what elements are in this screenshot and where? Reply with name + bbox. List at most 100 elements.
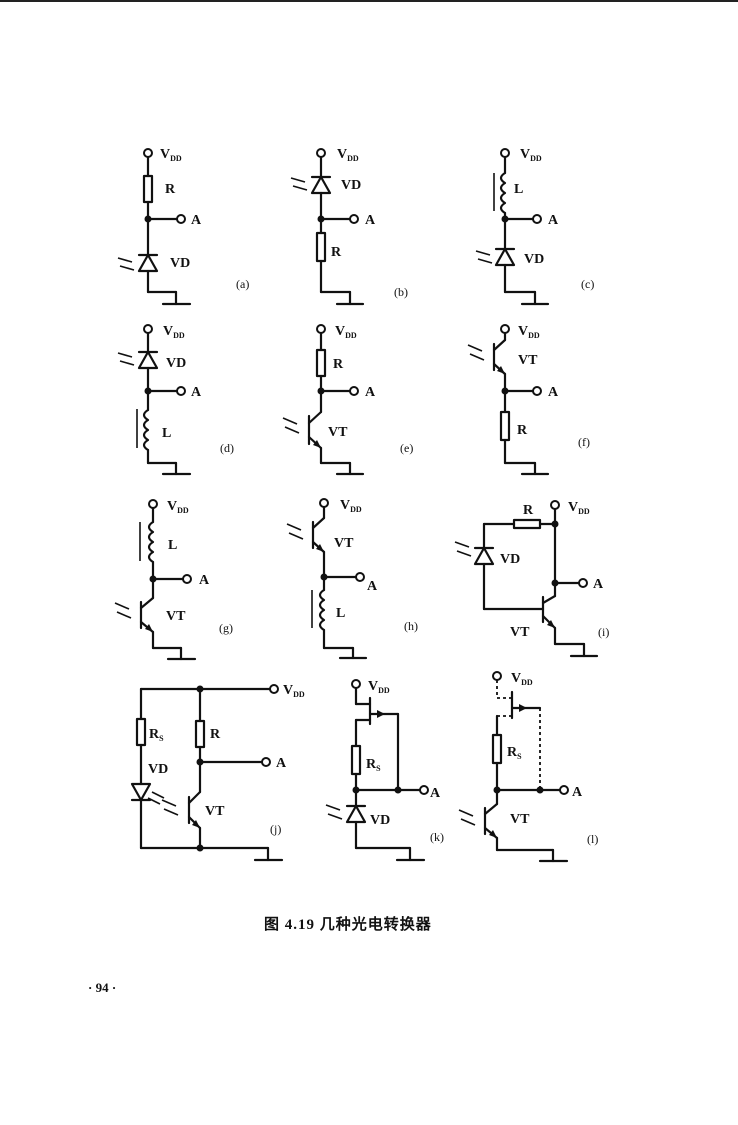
vdd-label: VDD	[160, 147, 182, 163]
circuit-label-f: (f)	[578, 435, 590, 449]
resistor-r1	[135, 717, 147, 747]
vdd-terminal	[351, 679, 361, 689]
resistor-rs	[350, 744, 362, 776]
phototransistor	[458, 802, 499, 840]
output-terminal-a	[349, 214, 359, 224]
photodiode-label: VD	[341, 178, 361, 193]
circuit-label-l: (l)	[587, 832, 598, 846]
photodiode	[290, 175, 332, 195]
photodiode	[454, 541, 495, 566]
vdd-terminal	[148, 499, 158, 509]
circuit-d: VDD VD A L (d)	[117, 324, 234, 476]
inductor-label: L	[514, 182, 523, 197]
vdd-terminal	[143, 148, 153, 158]
inductor-l	[499, 171, 507, 215]
phototransistor-label: VT	[510, 812, 530, 827]
inductor-l	[142, 408, 150, 452]
output-terminal-a	[349, 386, 359, 396]
photodiode-label: VD	[370, 813, 390, 828]
resistor-rs-label: RS	[507, 745, 522, 761]
junction-node	[394, 786, 402, 794]
output-label: A	[199, 573, 210, 588]
vdd-label: VDD	[337, 147, 359, 163]
output-label: A	[365, 213, 376, 228]
vdd-label: VDD	[511, 671, 533, 687]
junction-node	[536, 786, 544, 794]
resistor-r1-label: RS	[149, 727, 164, 743]
jfet	[368, 696, 400, 726]
vdd-terminal	[500, 324, 510, 334]
circuit-g: VDD L A VT (g)	[114, 499, 233, 661]
output-label: A	[548, 385, 559, 400]
output-terminal-a	[261, 757, 271, 767]
output-label: A	[191, 213, 202, 228]
circuit-label-k: (k)	[430, 830, 444, 844]
resistor-rs	[491, 733, 503, 765]
page-number: · 94 ·	[88, 980, 116, 995]
output-terminal-a	[578, 578, 588, 588]
circuit-h: VDD VT A L (h)	[286, 498, 418, 660]
photodiode-label: VD	[500, 552, 520, 567]
output-label: A	[191, 385, 202, 400]
inductor-label: L	[168, 538, 177, 553]
output-terminal-a	[559, 785, 569, 795]
photodiode	[130, 782, 165, 805]
vdd-terminal	[319, 498, 329, 508]
inductor-l	[147, 520, 155, 564]
circuit-c: VDD L A VD (c)	[475, 147, 594, 306]
circuit-label-a: (a)	[236, 277, 249, 291]
photodiode-label: VD	[148, 762, 168, 777]
circuit-e: VDD R A VT (e)	[282, 324, 413, 476]
jfet	[510, 690, 542, 720]
vdd-label: VDD	[335, 324, 357, 340]
vdd-terminal	[550, 500, 560, 510]
output-terminal-a	[419, 785, 429, 795]
vdd-terminal	[316, 148, 326, 158]
resistor-label: R	[523, 503, 534, 518]
circuit-label-j: (j)	[270, 822, 281, 836]
phototransistor	[286, 516, 326, 554]
output-label: A	[593, 577, 604, 592]
phototransistor-label: VT	[205, 804, 225, 819]
circuit-label-d: (d)	[220, 441, 234, 455]
phototransistor-label: VT	[166, 609, 186, 624]
output-label: A	[276, 756, 287, 771]
vdd-label: VDD	[283, 683, 305, 699]
phototransistor	[161, 790, 202, 830]
phototransistor	[114, 596, 155, 634]
vdd-label: VDD	[568, 500, 590, 516]
vdd-label: VDD	[167, 499, 189, 515]
circuit-k: VDD RS A VD (k)	[325, 679, 444, 862]
output-label: A	[572, 785, 583, 800]
resistor-label: R	[331, 245, 342, 260]
resistor-r	[142, 174, 154, 204]
circuit-label-c: (c)	[581, 277, 594, 291]
photodiode-label: VD	[170, 256, 190, 271]
resistor-r	[315, 348, 327, 378]
circuit-b: VDD VD A R (b)	[290, 147, 408, 306]
phototransistor	[282, 410, 323, 450]
vdd-label: VDD	[518, 324, 540, 340]
circuit-label-b: (b)	[394, 285, 408, 299]
circuit-f: VDD VT A R (f)	[467, 324, 590, 476]
photodiode	[117, 253, 159, 294]
resistor-r	[315, 231, 327, 263]
output-terminal-a	[532, 214, 542, 224]
photodiode	[325, 804, 367, 824]
inductor-label: L	[336, 606, 345, 621]
vdd-terminal	[500, 148, 510, 158]
phototransistor	[467, 338, 507, 376]
resistor-label: R	[333, 357, 344, 372]
circuit-label-i: (i)	[598, 625, 609, 639]
vdd-terminal	[492, 671, 502, 681]
resistor-r	[512, 518, 542, 530]
output-terminal-a	[532, 386, 542, 396]
circuit-label-e: (e)	[400, 441, 413, 455]
vdd-terminal	[316, 324, 326, 334]
phototransistor-label: VT	[328, 425, 348, 440]
photodiode	[117, 350, 159, 370]
circuit-label-h: (h)	[404, 619, 418, 633]
phototransistor-label: VT	[518, 353, 538, 368]
output-terminal-a	[355, 572, 365, 582]
